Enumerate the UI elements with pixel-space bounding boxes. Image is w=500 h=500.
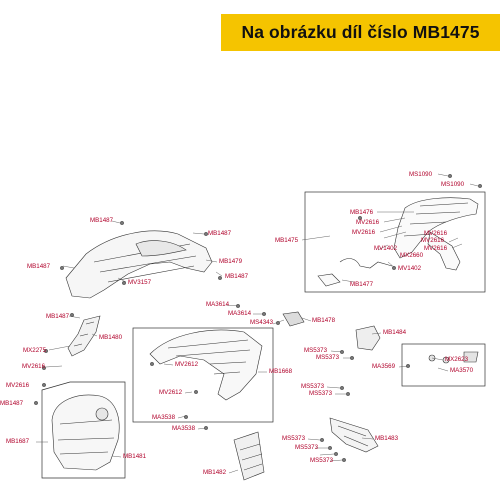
label-mv2616-g: MV2616 bbox=[6, 382, 30, 389]
label-mv2616-a: MV2616 bbox=[356, 219, 380, 226]
label-mb1478: MB1478 bbox=[312, 317, 336, 324]
label-ma3538-b: MA3538 bbox=[172, 425, 196, 432]
label-ms5373-e: MS5373 bbox=[282, 435, 306, 442]
label-ms5373-a: MS5373 bbox=[304, 347, 328, 354]
reflector-mount-part bbox=[355, 325, 381, 351]
label-mx2275: MX2275 bbox=[23, 347, 47, 354]
label-mv2616-b: MV2616 bbox=[352, 229, 376, 236]
label-mx2623: MX2623 bbox=[445, 356, 469, 363]
label-mb1482: MB1482 bbox=[203, 469, 227, 476]
label-mb1483: MB1483 bbox=[375, 435, 399, 442]
label-mv2616-f: MV2616 bbox=[22, 363, 46, 370]
frame-license-light-group bbox=[401, 343, 486, 387]
label-mv1402-a: MV1402 bbox=[374, 245, 398, 252]
label-mv3157: MV3157 bbox=[128, 279, 152, 286]
leader-lines bbox=[36, 173, 479, 474]
label-mv2616-e: MV2616 bbox=[424, 245, 448, 252]
label-ms5373-f: MS5373 bbox=[295, 444, 319, 451]
label-ms5373-d: MS5373 bbox=[309, 390, 333, 397]
label-mb1487-b: MB1487 bbox=[208, 230, 232, 237]
frame-center-fender-group bbox=[132, 327, 274, 423]
label-mb1476: MB1476 bbox=[350, 209, 374, 216]
inner-fender-part bbox=[65, 230, 213, 299]
label-mb1479: MB1479 bbox=[219, 258, 243, 265]
label-mv2612-b: MV2612 bbox=[159, 389, 183, 396]
label-mb1477: MB1477 bbox=[350, 281, 374, 288]
frame-side-cover-group bbox=[41, 381, 126, 479]
label-mv2612-a: MV2612 bbox=[175, 361, 199, 368]
label-mv2616-c: MV2616 bbox=[424, 230, 448, 237]
label-mv2616-d: MV2616 bbox=[421, 237, 445, 244]
label-mb1475: MB1475 bbox=[275, 237, 299, 244]
label-ma3614-a: MA3614 bbox=[206, 301, 230, 308]
label-mb1484: MB1484 bbox=[383, 329, 407, 336]
label-ms5373-b: MS5373 bbox=[316, 354, 340, 361]
fastener-dots bbox=[34, 174, 482, 462]
label-mx2660: MX2660 bbox=[400, 252, 424, 259]
label-ma3538-a: MA3538 bbox=[152, 414, 176, 421]
label-ms5373-c: MS5373 bbox=[301, 383, 325, 390]
label-mb1480: MB1480 bbox=[99, 334, 123, 341]
label-ma3570: MA3570 bbox=[450, 367, 474, 374]
label-ma3614-b: MA3614 bbox=[228, 310, 252, 317]
rear-fender-part bbox=[317, 197, 479, 287]
label-ms5373-g: MS5373 bbox=[310, 457, 334, 464]
label-ma3569: MA3569 bbox=[372, 363, 396, 370]
center-fender-part bbox=[149, 329, 263, 401]
label-ms4343: MS4343 bbox=[250, 319, 274, 326]
label-mb1487-e: MB1487 bbox=[46, 313, 70, 320]
small-cover-part bbox=[282, 311, 305, 327]
label-mb1487-d: MB1487 bbox=[27, 263, 51, 270]
label-ms1090-b: MS1090 bbox=[441, 181, 465, 188]
label-mb1481: MB1481 bbox=[123, 453, 147, 460]
side-cover-part bbox=[51, 394, 120, 471]
label-ms1090-a: MS1090 bbox=[409, 171, 433, 178]
label-mb1487-c: MB1487 bbox=[225, 273, 249, 280]
label-mb1687: MB1687 bbox=[6, 438, 30, 445]
frame-rear-fender-group bbox=[304, 191, 486, 293]
label-mv1402-b: MV1402 bbox=[398, 265, 422, 272]
banner-title: Na obrázku díl číslo MB1475 bbox=[241, 22, 480, 42]
label-mb1487-a: MB1487 bbox=[90, 217, 114, 224]
brush-guard-part bbox=[233, 431, 265, 481]
brush-lines bbox=[239, 443, 263, 471]
bracket-part bbox=[67, 315, 101, 357]
label-mb1487-f: MB1487 bbox=[0, 400, 24, 407]
title-banner: Na obrázku díl číslo MB1475 bbox=[221, 14, 500, 51]
label-mb1668: MB1668 bbox=[269, 368, 293, 375]
lower-guard-part bbox=[329, 417, 379, 453]
